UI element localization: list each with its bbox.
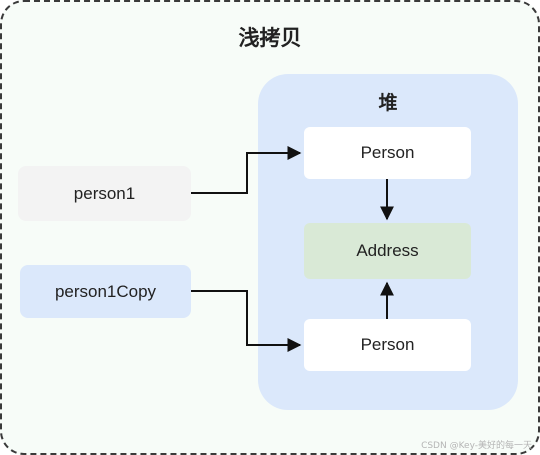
person1copy-reference: person1Copy bbox=[20, 265, 191, 318]
arrow-person1-to-person bbox=[191, 146, 302, 194]
person1-reference: person1 bbox=[18, 166, 191, 221]
person-object-top: Person bbox=[304, 127, 471, 179]
arrow-person1copy-to-person bbox=[191, 290, 302, 352]
heap-label: 堆 bbox=[378, 92, 398, 114]
watermark: CSDN @Key-美好的每一天 bbox=[421, 441, 532, 451]
diagram-title: 浅拷贝 bbox=[238, 26, 302, 50]
person-object-bottom: Person bbox=[304, 319, 471, 371]
address-object: Address bbox=[304, 223, 471, 279]
